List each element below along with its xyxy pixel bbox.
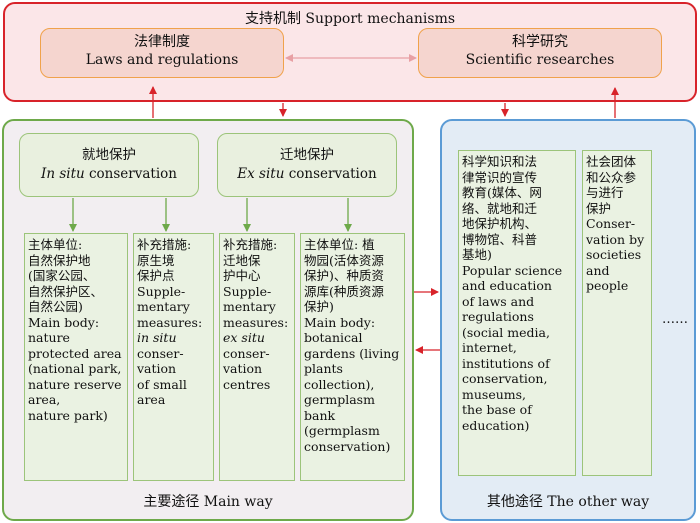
societies-people-box: 社会团体 和公众参 与进行 保护 Conser- vation by socie… — [582, 150, 652, 476]
ex-situ-centres-box: 补充措施: 迁地保 护中心 Supple- mentary measures: … — [219, 233, 295, 481]
in-situ-label-en: In situ conservation — [41, 166, 177, 182]
ex-situ-label-en: Ex situ conservation — [237, 166, 377, 182]
support-mechanisms-title: 支持机制 Support mechanisms — [244, 11, 456, 27]
in-situ-small-area-box: 补充措施: 原生境 保护点 Supple- mentary measures: … — [133, 233, 214, 481]
ellipsis-more: …… — [662, 312, 688, 327]
botanical-gardens-box: 主体单位: 植 物园(活体资源 保护)、种质资 源库(种质资源 保护) Main… — [300, 233, 405, 481]
laws-regulations-box: 法律制度 Laws and regulations — [40, 28, 284, 78]
in-situ-conservation-box: 就地保护 In situ conservation — [19, 133, 199, 197]
laws-label-cn: 法律制度 — [134, 34, 190, 50]
sci-label-en: Scientific researches — [465, 52, 615, 68]
ex-situ-label-cn: 迁地保护 — [280, 147, 334, 163]
scientific-researches-box: 科学研究 Scientific researches — [418, 28, 662, 78]
sci-label-cn: 科学研究 — [512, 34, 568, 50]
in-situ-label-cn: 就地保护 — [82, 147, 136, 163]
ex-situ-conservation-box: 迁地保护 Ex situ conservation — [217, 133, 397, 197]
popular-science-education-box: 科学知识和法 律常识的宣传 教育(媒体、网 络、就地和迁 地保护机构、 博物馆、… — [458, 150, 576, 476]
main-way-label: 主要途径 Main way — [143, 494, 273, 510]
other-way-label: 其他途径 The other way — [486, 494, 650, 510]
laws-label-en: Laws and regulations — [85, 52, 239, 68]
nature-protected-area-box: 主体单位: 自然保护地 (国家公园、 自然保护区、 自然公园) Main bod… — [24, 233, 128, 481]
